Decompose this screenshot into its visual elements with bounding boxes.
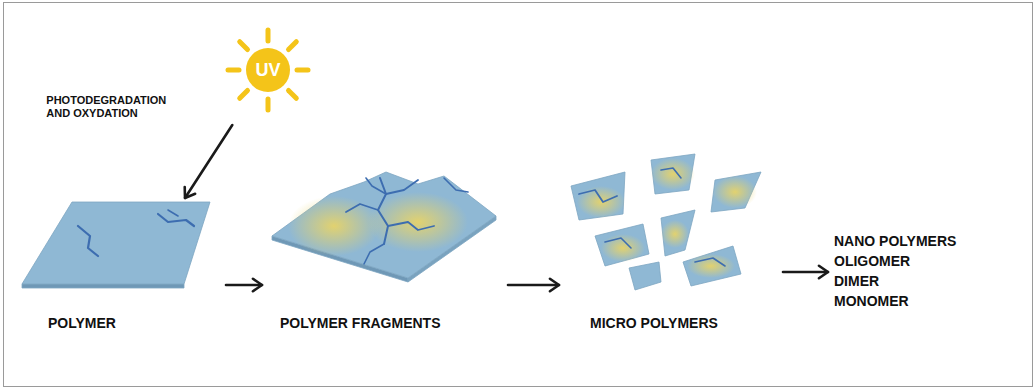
polymer-sheet <box>272 172 496 278</box>
arrow-line <box>783 271 828 274</box>
arrow-line <box>508 284 559 287</box>
crack-line <box>168 210 178 216</box>
stage-label: POLYMER FRAGMENTS <box>268 314 504 332</box>
polymer-stage: POLYMER <box>18 196 222 332</box>
product-name: MONOMER <box>834 291 956 311</box>
arrow-head <box>253 279 262 291</box>
crack-line <box>346 204 378 212</box>
arrow-head <box>550 279 559 291</box>
stage-label: MICRO POLYMERS <box>565 314 779 332</box>
flow-arrow <box>508 279 559 291</box>
oxidation-patch <box>651 158 695 190</box>
stage-art <box>565 150 775 292</box>
sun-ray <box>289 91 297 99</box>
flow-arrow <box>185 125 233 198</box>
micro-fragment <box>711 172 761 212</box>
frame-border <box>4 3 1033 387</box>
micro-fragment <box>661 210 695 256</box>
crack-line <box>364 244 384 264</box>
product-name: DIMER <box>834 271 956 291</box>
sheet-group <box>22 202 210 288</box>
arrow-head <box>819 266 828 278</box>
sun-ray <box>289 42 297 50</box>
polymer-illustration <box>565 150 775 292</box>
polymer-illustration <box>268 160 500 292</box>
product-name: OLIGOMER <box>834 251 956 271</box>
micro-fragment <box>683 246 741 286</box>
sheet-group <box>272 172 496 282</box>
sun-ray <box>266 30 271 41</box>
sun-ray <box>240 91 248 99</box>
oxidation-patch <box>713 176 757 208</box>
flow-arrow <box>226 279 262 291</box>
sun-ray <box>297 68 308 73</box>
product-list: NANO POLYMERSOLIGOMERDIMERMONOMER <box>834 231 956 311</box>
crack-line <box>386 180 418 194</box>
micro-fragment <box>629 262 661 290</box>
crack-line <box>579 190 617 202</box>
polymer-illustration <box>18 196 218 292</box>
stage-art <box>268 160 500 292</box>
arrow-line <box>226 284 262 287</box>
micro-fragment <box>571 172 625 220</box>
sun-ray <box>240 42 248 50</box>
polymer-stage: POLYMER FRAGMENTS <box>268 160 504 332</box>
micro-fragment <box>651 154 695 194</box>
crack-line <box>661 168 681 178</box>
process-label: PHOTODEGRADATION AND OXYDATION <box>44 93 184 121</box>
arrow-head <box>185 187 195 198</box>
oxidation-patch <box>661 220 689 248</box>
crack-line <box>78 226 98 256</box>
crack-line <box>605 238 631 248</box>
stage-art <box>18 196 218 292</box>
stage-label: POLYMER <box>18 314 222 332</box>
sun-ray <box>228 68 239 73</box>
oxidation-patch <box>288 196 380 256</box>
crack-line <box>158 214 194 226</box>
crack-line <box>444 178 468 192</box>
micro-fragment <box>595 224 649 266</box>
polymer-stage: MICRO POLYMERS <box>565 150 779 332</box>
crack-line <box>695 258 725 266</box>
flow-arrow <box>783 266 828 278</box>
oxidation-patch <box>577 186 625 218</box>
sun-ray <box>266 99 271 110</box>
sun-label: UV <box>255 60 280 81</box>
sheet-edge <box>22 284 184 288</box>
arrow-line <box>185 125 232 198</box>
oxidation-patch <box>687 254 735 278</box>
crack-line <box>388 222 434 230</box>
crack-line <box>366 178 386 194</box>
product-name: NANO POLYMERS <box>834 231 956 251</box>
crack-line <box>378 178 388 244</box>
polymer-sheet <box>22 202 210 284</box>
sheet-group <box>571 154 761 290</box>
oxidation-patch <box>601 234 645 262</box>
sun-node: UV <box>218 20 318 120</box>
sun-disc <box>246 48 290 92</box>
